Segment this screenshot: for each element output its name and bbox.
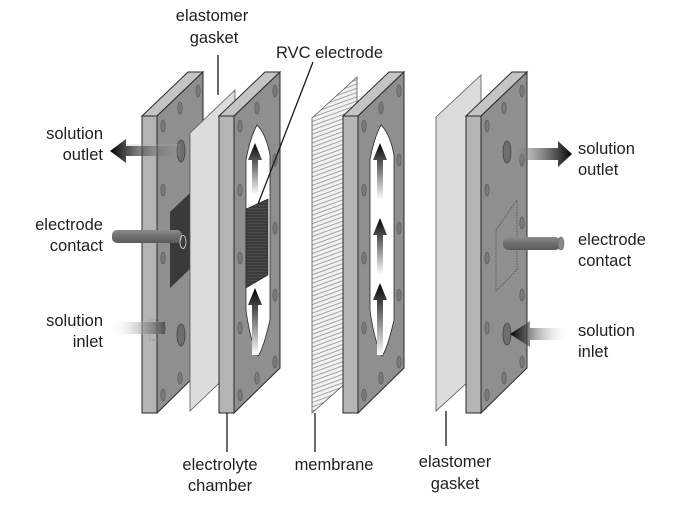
flow-arrow-up <box>373 218 387 275</box>
label-right-outlet-2: outlet <box>578 161 619 179</box>
label-rvc-electrode: RVC electrode <box>276 44 383 62</box>
label-bottom-gasket-1: elastomer <box>419 453 492 471</box>
right-outlet-arrow <box>511 141 572 167</box>
left-outlet-arrow <box>110 139 180 163</box>
chamber-left <box>217 70 282 415</box>
left-contact-rod <box>112 230 187 249</box>
port-inlet-right <box>502 322 512 346</box>
label-chamber-2: chamber <box>188 477 253 495</box>
label-left-inlet-1: solution <box>46 312 103 330</box>
label-right-inlet-1: solution <box>578 322 635 340</box>
label-left-inlet-2: inlet <box>73 333 104 351</box>
label-top-gasket-1: elastomer <box>176 7 249 25</box>
label-top-gasket-2: gasket <box>190 29 239 47</box>
label-left-outlet-1: solution <box>46 125 103 143</box>
label-left-contact-2: contact <box>50 237 104 255</box>
flow-arrow-up <box>248 143 262 195</box>
port-outlet-right <box>502 140 512 164</box>
right-inlet-arrow <box>510 321 570 347</box>
flow-arrow-up <box>248 288 262 355</box>
label-right-contact-2: contact <box>578 252 632 270</box>
label-right-inlet-2: inlet <box>578 343 609 361</box>
chamber-right <box>341 70 406 415</box>
label-left-outlet-2: outlet <box>63 146 104 164</box>
port-inlet-left <box>176 323 186 347</box>
leader-lines <box>217 55 447 452</box>
label-chamber-1: electrolyte <box>182 456 257 474</box>
flow-arrow-up <box>373 143 387 200</box>
flow-arrow-up <box>373 283 387 355</box>
rvc-electrode <box>245 198 269 289</box>
label-left-contact-1: electrode <box>35 216 103 234</box>
right-contact-rod <box>503 236 565 251</box>
left-inlet-arrow <box>110 319 175 341</box>
electrode-outline-right <box>495 198 518 292</box>
label-right-outlet-1: solution <box>578 140 635 158</box>
label-membrane: membrane <box>295 456 374 474</box>
label-bottom-gasket-2: gasket <box>431 475 480 493</box>
label-right-contact-1: electrode <box>578 231 646 249</box>
